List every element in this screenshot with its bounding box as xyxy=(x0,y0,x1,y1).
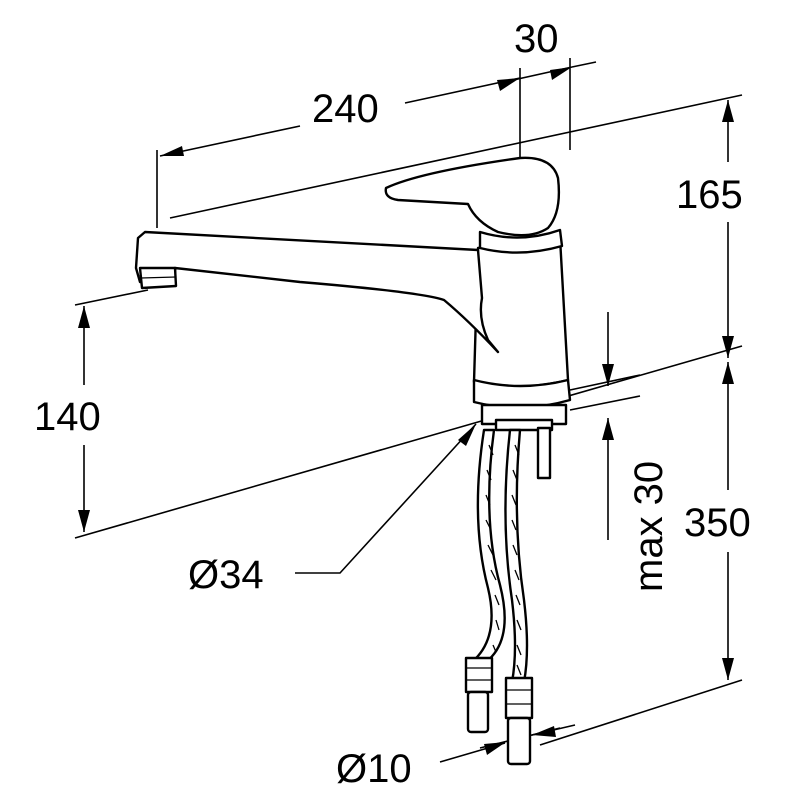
hose-right xyxy=(504,428,529,684)
dimension-350-line xyxy=(722,362,734,680)
faucet-spout xyxy=(134,230,500,354)
dimension-30-line xyxy=(499,61,597,84)
dim-label-d10: Ø10 xyxy=(336,747,412,791)
leader-10 xyxy=(439,724,576,763)
dimension-165-line xyxy=(722,100,734,358)
dim-label-140: 140 xyxy=(34,395,101,439)
dim-label-d34: Ø34 xyxy=(188,553,264,597)
extension-lines xyxy=(74,58,743,749)
leader-34 xyxy=(295,423,477,574)
hose-connectors xyxy=(464,656,534,766)
dimension-140-line xyxy=(78,306,90,532)
lever-handle xyxy=(384,156,561,237)
dim-label-240: 240 xyxy=(312,87,379,131)
nut xyxy=(494,418,554,432)
dim-label-max30: max 30 xyxy=(627,461,671,592)
faucet xyxy=(134,156,572,432)
dim-label-30: 30 xyxy=(514,17,559,61)
dim-label-165: 165 xyxy=(676,173,743,217)
connector-right-nut xyxy=(504,676,534,720)
cartridge-ring xyxy=(478,228,564,254)
connector-right-tail xyxy=(506,716,532,766)
dimension-max30-line xyxy=(602,312,614,540)
faucet-body xyxy=(472,236,570,388)
support-rod xyxy=(536,426,552,480)
connector-left-tail xyxy=(466,690,490,734)
connector-left-nut xyxy=(464,656,494,694)
hoses xyxy=(470,426,552,684)
dim-label-350: 350 xyxy=(684,501,751,545)
